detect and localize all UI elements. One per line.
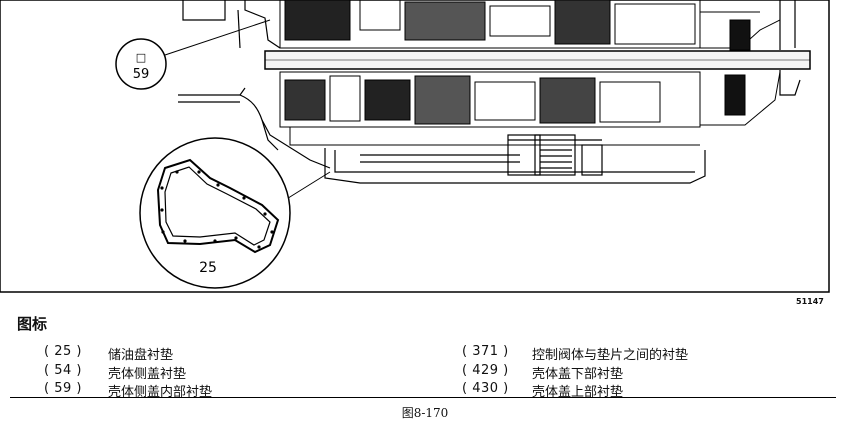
legend-code-54: ( 54 ) <box>44 363 82 378</box>
figure-caption: 图8-170 <box>401 406 449 420</box>
legend-code-371: ( 371 ) <box>462 344 509 359</box>
legend-label-429: 壳体盖下部衬垫 <box>532 367 624 382</box>
legend-title: 图标 <box>17 315 48 333</box>
callout-59-symbol: □ <box>136 51 146 64</box>
legend-code-430: ( 430 ) <box>462 381 509 396</box>
legend-code-429: ( 429 ) <box>462 363 509 378</box>
upper-clutch-assembly <box>279 0 781 51</box>
figure-border <box>0 0 830 293</box>
legend-label-59: 壳体侧盖内部衬垫 <box>108 385 213 400</box>
legend-code-59: ( 59 ) <box>44 381 82 396</box>
housing-outline-left <box>178 0 331 169</box>
callout-59: □ 59 <box>115 19 271 90</box>
oil-pan-valve-body <box>324 134 706 184</box>
legend-label-54: 壳体侧盖衬垫 <box>108 367 187 382</box>
legend-code-25: ( 25 ) <box>44 344 82 359</box>
lower-clutch-assembly <box>279 71 781 146</box>
right-flange <box>779 0 801 96</box>
transmission-cross-section-diagram: □ 59 25 <box>0 0 830 293</box>
callout-59-number: 59 <box>133 67 150 82</box>
legend-label-430: 壳体盖上部衬垫 <box>532 385 624 400</box>
figure-reference-number: 51147 <box>796 297 824 306</box>
legend-divider <box>10 397 836 398</box>
main-shaft <box>264 50 811 70</box>
legend-label-371: 控制阀体与垫片之间的衬垫 <box>532 348 689 363</box>
oil-pan-gasket-shape <box>156 158 280 254</box>
callout-25-number: 25 <box>199 260 217 276</box>
legend-label-25: 储油盘衬垫 <box>108 348 174 363</box>
callout-25: 25 <box>139 137 331 289</box>
